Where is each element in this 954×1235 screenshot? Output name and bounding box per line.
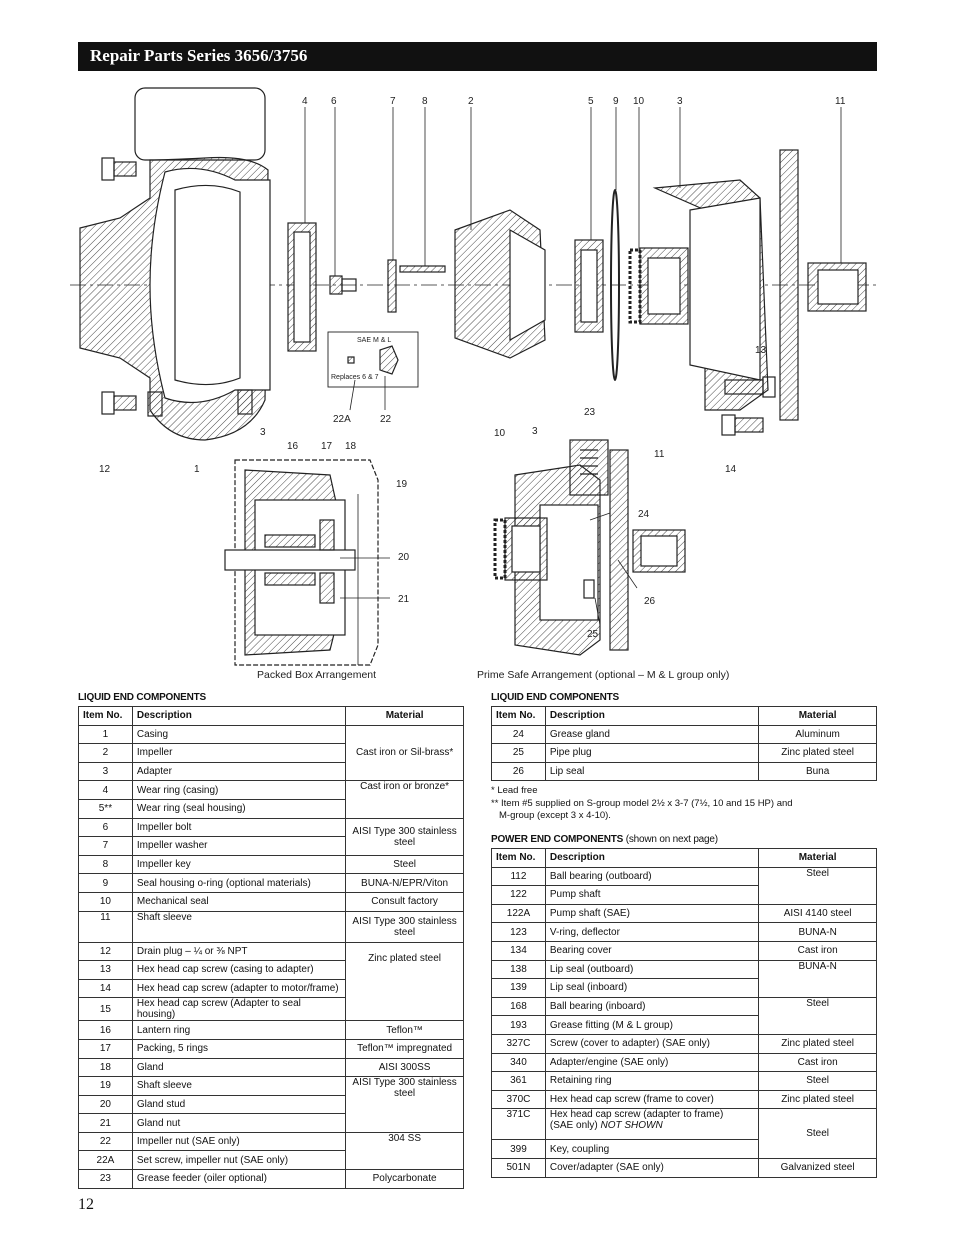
callout-21: 21	[398, 594, 410, 605]
callout-10: 10	[633, 96, 645, 107]
col-item-no: Item No.	[78, 706, 133, 726]
col-description: Description	[131, 706, 347, 726]
page-number: 12	[78, 1196, 94, 1213]
callout-1: 1	[194, 464, 200, 475]
callout-22a: 22A	[333, 414, 351, 425]
callout-5: 5	[588, 96, 594, 107]
callout-19: 19	[396, 479, 408, 490]
footnote-lead-free: * Lead free	[491, 785, 538, 796]
power-end-title: POWER END COMPONENTS (shown on next page…	[491, 834, 718, 845]
inset-title: SAE M & L	[357, 337, 391, 344]
liquid-end-title-right: LIQUID END COMPONENTS	[491, 692, 620, 703]
callout-26: 26	[644, 596, 656, 607]
table-header: Item No. Description Material	[78, 706, 464, 726]
caption-prime-safe: Prime Safe Arrangement (optional – M & L…	[477, 669, 729, 681]
caption-packed-box: Packed Box Arrangement	[257, 669, 376, 681]
footnote-item5: ** Item #5 supplied on S-group model 2½ …	[491, 797, 793, 809]
col-material: Material	[345, 706, 464, 726]
page-title: Repair Parts Series 3656/3756	[90, 46, 308, 65]
packed-box-drawing	[224, 459, 379, 666]
callout-8: 8	[422, 96, 428, 107]
exploded-parts-diagram: 4 6 7 8 2 5 9 10 3 11 13 12 1 14 3 16 17…	[70, 87, 880, 681]
footnotes: * Lead free ** Item #5 supplied on S-gro…	[491, 785, 793, 823]
callout-3-prime: 3	[532, 426, 538, 437]
inset-note: Replaces 6 & 7	[331, 374, 379, 381]
callout-10-prime: 10	[494, 428, 506, 439]
table-header: Item No. Description Material	[491, 848, 877, 868]
callout-22: 22	[380, 414, 392, 425]
callout-6: 6	[331, 96, 337, 107]
callout-3: 3	[677, 96, 683, 107]
callout-9: 9	[613, 96, 619, 107]
callout-17: 17	[321, 441, 333, 452]
callout-12: 12	[99, 464, 111, 475]
callout-2: 2	[468, 96, 474, 107]
callout-7: 7	[390, 96, 396, 107]
prime-safe-drawing	[493, 439, 686, 656]
liquid-end-title-left: LIQUID END COMPONENTS	[78, 692, 207, 703]
callout-13: 13	[755, 345, 767, 356]
callout-4: 4	[302, 96, 308, 107]
table-row: 371C Hex head cap screw (adapter to fram…	[491, 1108, 877, 1159]
callout-23: 23	[584, 407, 596, 418]
callout-11-prime: 11	[654, 449, 665, 460]
callout-20: 20	[398, 552, 410, 563]
callout-16: 16	[287, 441, 299, 452]
callout-24: 24	[638, 509, 650, 520]
callout-25: 25	[587, 629, 599, 640]
callout-14: 14	[725, 464, 737, 475]
table-header: Item No. Description Material	[491, 706, 877, 726]
callout-3-packed: 3	[260, 427, 266, 438]
header-bar: Repair Parts Series 3656/3756	[78, 42, 877, 71]
callout-18: 18	[345, 441, 357, 452]
drain-plug-part	[101, 157, 253, 417]
footnote-item5-cont: M-group (except 3 x 4-10).	[499, 810, 611, 821]
casing-part	[79, 87, 271, 441]
callout-11: 11	[835, 96, 846, 107]
